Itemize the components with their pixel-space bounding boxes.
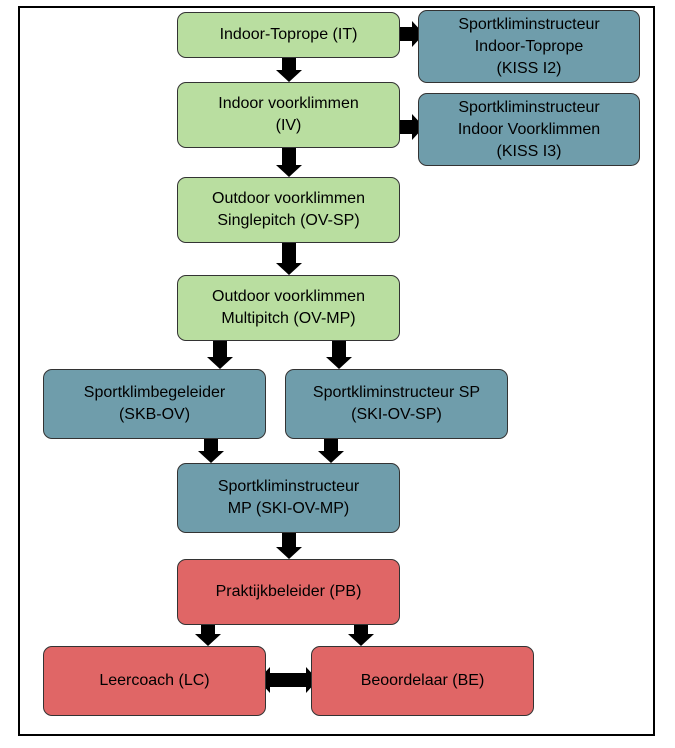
node-label-line: Outdoor voorklimmen <box>212 190 365 207</box>
node-indoor-voorklimmen: Indoor voorklimmen (IV) <box>177 82 400 148</box>
node-label-line: Singlepitch (OV-SP) <box>217 212 360 229</box>
node-sportkliminstructeur-sp: Sportkliminstructeur SP (SKI-OV-SP) <box>285 369 508 439</box>
node-label-line: Indoor-Toprope (IT) <box>219 26 358 43</box>
node-label-line: Leercoach (LC) <box>99 672 210 689</box>
node-praktijkbeleider: Praktijkbeleider (PB) <box>177 559 400 625</box>
node-beoordelaar: Beoordelaar (BE) <box>311 646 534 716</box>
arrow-skisp-to-skimp <box>318 434 344 463</box>
node-label-line: (KISS I2) <box>496 59 562 77</box>
arrow-iv-to-ovsp <box>276 148 302 177</box>
arrow-iv-to-kiss3 <box>394 114 424 140</box>
node-label-line: (SKI-OV-SP) <box>351 406 442 423</box>
arrow-it-to-kiss2 <box>394 21 424 47</box>
arrow-ovmp-to-skisp <box>326 341 352 369</box>
node-label-line: Outdoor voorklimmen <box>212 288 365 305</box>
arrow-it-to-iv <box>276 58 302 82</box>
node-label-line: Praktijkbeleider (PB) <box>215 583 362 600</box>
node-label-line: Indoor-Toprope <box>474 37 584 55</box>
node-label-line: (KISS I3) <box>496 142 562 160</box>
arrow-skb-to-skimp <box>198 434 224 463</box>
node-label-line: Sportklimbegeleider <box>83 384 226 401</box>
node-label-line: Indoor voorklimmen <box>218 95 359 112</box>
node-indoor-toprope: Indoor-Toprope (IT) <box>177 12 400 58</box>
node-label-line: (IV) <box>275 117 302 134</box>
arrow-pb-to-be <box>348 619 374 646</box>
arrow-pb-to-lc <box>195 619 221 646</box>
node-sportklimbegeleider: Sportklimbegeleider (SKB-OV) <box>43 369 266 439</box>
node-label-line: (SKB-OV) <box>118 406 191 423</box>
node-label-line: Sportkliminstructeur <box>458 98 600 116</box>
node-sportkliminstructeur-mp: Sportkliminstructeur MP (SKI-OV-MP) <box>177 463 400 533</box>
arrow-skimp-to-pb <box>276 529 302 559</box>
node-label-line: Sportkliminstructeur <box>217 478 360 495</box>
arrow-ovmp-to-skb <box>207 341 233 369</box>
node-label-line: Multipitch (OV-MP) <box>221 310 356 327</box>
node-label-line: Beoordelaar (BE) <box>360 672 485 689</box>
node-label-line: Sportkliminstructeur <box>458 15 600 33</box>
node-label-line: MP (SKI-OV-MP) <box>227 500 350 517</box>
arrow-ovsp-to-ovmp <box>276 243 302 275</box>
node-leercoach: Leercoach (LC) <box>43 646 266 716</box>
node-label-line: Sportkliminstructeur SP <box>312 384 481 401</box>
node-label-line: Indoor Voorklimmen <box>457 120 601 138</box>
arrow-lc-be-bidirectional <box>258 667 318 693</box>
